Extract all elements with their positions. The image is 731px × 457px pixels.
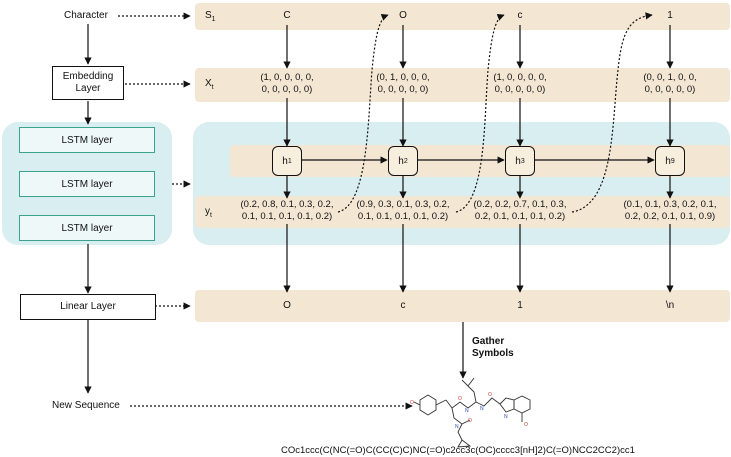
lstm-layer-2: LSTM layer: [19, 171, 155, 197]
output-vector-col-3: (0.2, 0.2, 0.7, 0.1, 0.3,0.2, 0.1, 0.1, …: [473, 199, 567, 222]
s-t-label: S1: [205, 10, 216, 23]
out-col-1: O: [283, 300, 291, 311]
embed-vector-col-4: (0, 0, 1, 0, 0,0, 0, 0, 0, 0): [643, 72, 697, 95]
out-col-4: \n: [665, 300, 675, 311]
char-col-3: c: [517, 10, 523, 21]
linear-row-band: [195, 290, 730, 322]
output-vector-col-4: (0.1, 0.1, 0.3, 0.2, 0.1,0.2, 0.2, 0.1, …: [623, 199, 717, 222]
char-col-4: 1: [667, 10, 673, 21]
embedding-layer-box: Embedding Layer: [52, 66, 124, 100]
char-col-2: O: [399, 10, 407, 21]
lstm-layer-1: LSTM layer: [19, 127, 155, 153]
embed-vector-col-2: (0, 1, 0, 0, 0,0, 0, 0, 0, 0): [376, 72, 430, 95]
svg-text:N: N: [480, 406, 484, 412]
char-row-band: [195, 3, 730, 30]
smiles-string: COc1ccc(C(NC(=O)C(CC(C)C)NC(=O)c2cc3c(OC…: [281, 445, 635, 456]
svg-text:O: O: [524, 422, 528, 428]
linear-layer-box: Linear Layer: [20, 294, 156, 320]
x-t-label: Xt: [205, 78, 214, 91]
svg-text:O: O: [488, 392, 492, 398]
output-vector-col-2: (0.9, 0.3, 0.1, 0.3, 0.2,0.1, 0.1, 0.1, …: [356, 199, 450, 222]
character-label: Character: [64, 10, 108, 21]
out-col-3: 1: [517, 300, 523, 311]
new-sequence-label: New Sequence: [52, 400, 120, 411]
svg-text:O: O: [458, 396, 462, 402]
svg-text:O: O: [468, 418, 472, 424]
char-col-1: C: [283, 10, 291, 21]
svg-text:N: N: [465, 408, 469, 414]
svg-text:N: N: [504, 414, 508, 420]
lstm-layer-3: LSTM layer: [19, 215, 155, 241]
embedding-row-band: [195, 68, 730, 102]
output-vector-col-1: (0.2, 0.8, 0.1, 0.3, 0.2,0.1, 0.1, 0.1, …: [240, 199, 334, 222]
svg-text:N: N: [455, 424, 459, 430]
svg-text:O: O: [410, 400, 414, 406]
output-row-band: [195, 196, 730, 228]
embed-vector-col-1: (1, 0, 0, 0, 0,0, 0, 0, 0, 0): [260, 72, 314, 95]
out-col-2: c: [400, 300, 406, 311]
y-t-label: yt: [205, 206, 212, 219]
embed-vector-col-3: (1, 0, 0, 0, 0,0, 0, 0, 0, 0): [493, 72, 547, 95]
